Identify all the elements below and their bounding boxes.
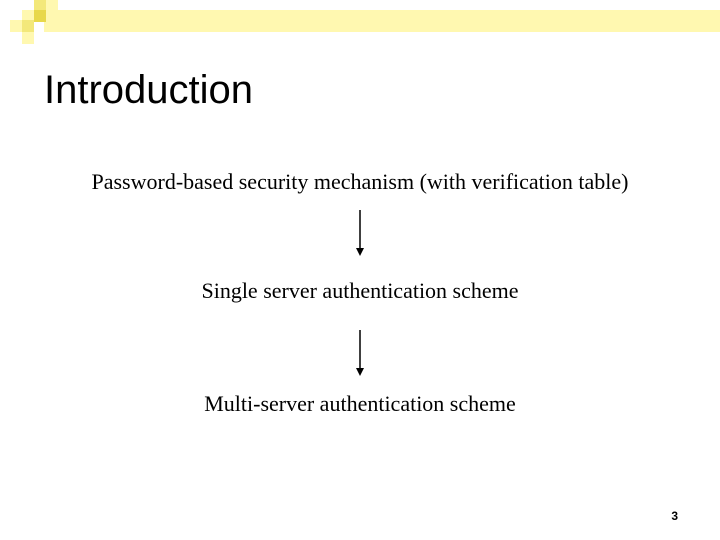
deco-square: [22, 20, 34, 32]
step-multi-server: Multi-server authentication scheme: [204, 391, 516, 416]
step-single-server: Single server authentication scheme: [201, 278, 519, 303]
deco-square: [34, 10, 46, 22]
down-arrow-icon: [356, 210, 364, 256]
header-bar: [44, 10, 720, 32]
deco-square: [22, 32, 34, 44]
deco-square: [10, 20, 22, 32]
deco-square: [22, 10, 34, 22]
slide-title: Introduction: [44, 68, 254, 112]
deco-square: [46, 0, 58, 12]
down-arrow-icon: [356, 330, 364, 376]
step-password-mechanism: Password-based security mechanism (with …: [91, 169, 629, 194]
page-number: 3: [671, 509, 678, 523]
deco-square: [34, 0, 46, 12]
